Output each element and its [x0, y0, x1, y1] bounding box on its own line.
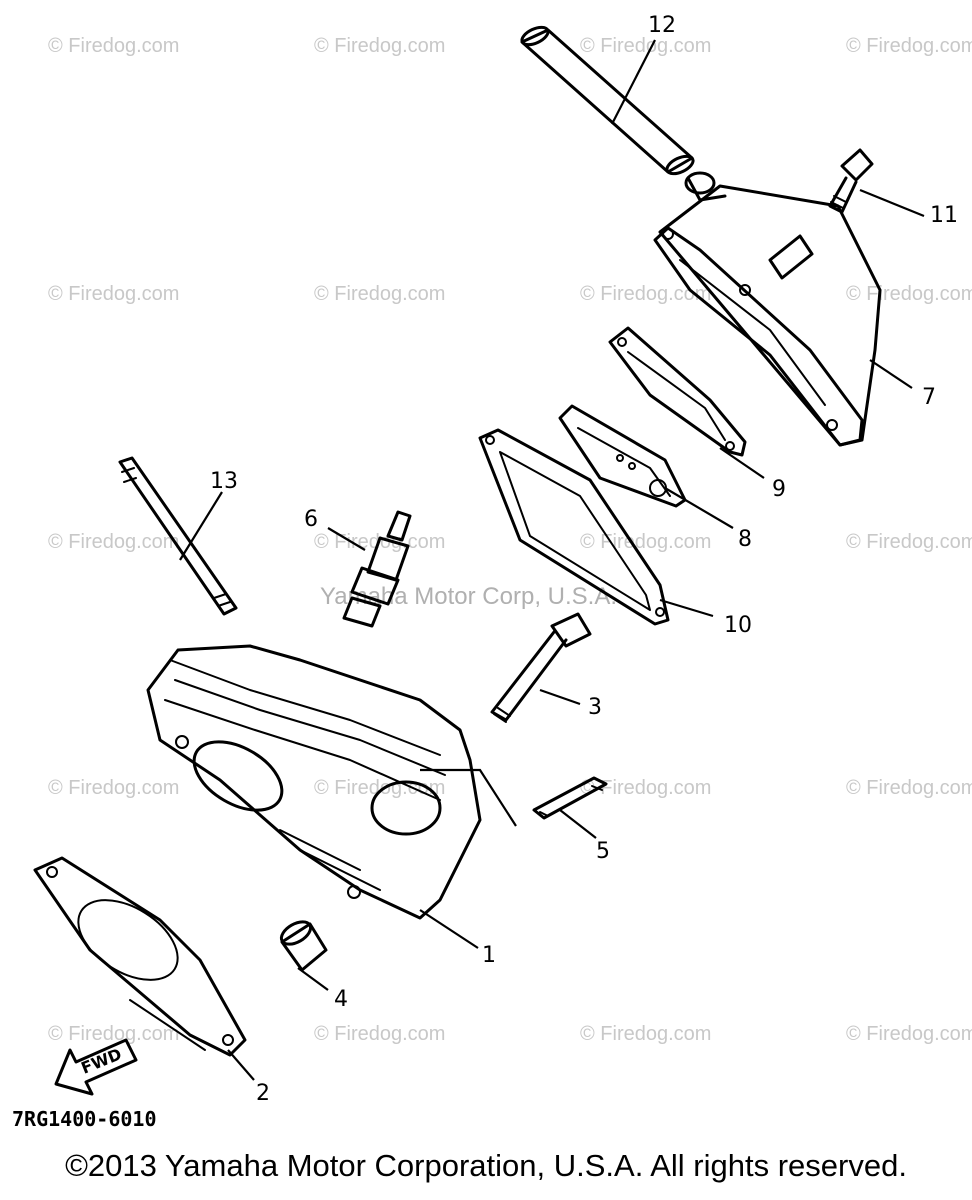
callout-4: 4: [334, 987, 348, 1012]
watermark: © Firedog.com: [314, 283, 445, 305]
part-5-stud: [532, 776, 608, 820]
watermark: © Firedog.com: [846, 283, 972, 305]
callout-3: 3: [588, 695, 602, 720]
part-4-collar: [279, 920, 328, 972]
callout-1: 1: [482, 943, 496, 968]
watermark: © Firedog.com: [580, 1023, 711, 1045]
watermark-grid: © Firedog.com © Firedog.com © Firedog.co…: [48, 35, 972, 1045]
callout-6: 6: [304, 507, 318, 532]
watermark: © Firedog.com: [580, 35, 711, 57]
callout-8: 8: [738, 527, 752, 552]
watermark: © Firedog.com: [48, 1023, 179, 1045]
watermark: © Firedog.com: [48, 777, 179, 799]
watermark: © Firedog.com: [846, 531, 972, 553]
part-13-stud-bolt: [118, 456, 238, 616]
part-11-bolt: [828, 148, 874, 214]
watermark: © Firedog.com: [580, 777, 711, 799]
callout-numbers: 12 11 7 9 8 10 13 6 3 5 1 4 2: [210, 13, 958, 1106]
watermark: © Firedog.com: [48, 35, 179, 57]
callout-11: 11: [930, 203, 958, 228]
callout-13: 13: [210, 469, 238, 494]
part-1-cylinder-head: [146, 644, 482, 920]
watermark: © Firedog.com: [846, 35, 972, 57]
watermark: © Firedog.com: [48, 283, 179, 305]
part-3-bolt: [490, 612, 592, 723]
part-10-gasket: [478, 428, 670, 626]
callout-12: 12: [648, 13, 676, 38]
part-2-gasket: [33, 856, 247, 1057]
callout-10: 10: [724, 613, 752, 638]
watermark: © Firedog.com: [580, 531, 711, 553]
watermark: © Firedog.com: [48, 531, 179, 553]
drawing-number: 7RG1400-6010: [12, 1107, 157, 1131]
watermark: © Firedog.com: [846, 777, 972, 799]
callout-5: 5: [596, 839, 610, 864]
callout-9: 9: [772, 477, 786, 502]
part-12-hose: [520, 25, 695, 176]
copyright-notice: ©2013 Yamaha Motor Corporation, U.S.A. A…: [65, 1148, 907, 1183]
part-8-plate: [558, 404, 687, 508]
part-7-head-cover: [653, 171, 882, 447]
callout-2: 2: [256, 1081, 270, 1106]
watermark: © Firedog.com: [314, 1023, 445, 1045]
watermark: © Firedog.com: [314, 35, 445, 57]
part-6-spark-plug: [342, 510, 412, 628]
callout-7: 7: [922, 385, 936, 410]
part-9-gasket: [608, 326, 747, 457]
watermark: © Firedog.com: [846, 1023, 972, 1045]
fwd-arrow: FWD: [54, 1038, 138, 1096]
leader-lines: [179, 39, 925, 1081]
watermark: © Firedog.com: [580, 283, 711, 305]
